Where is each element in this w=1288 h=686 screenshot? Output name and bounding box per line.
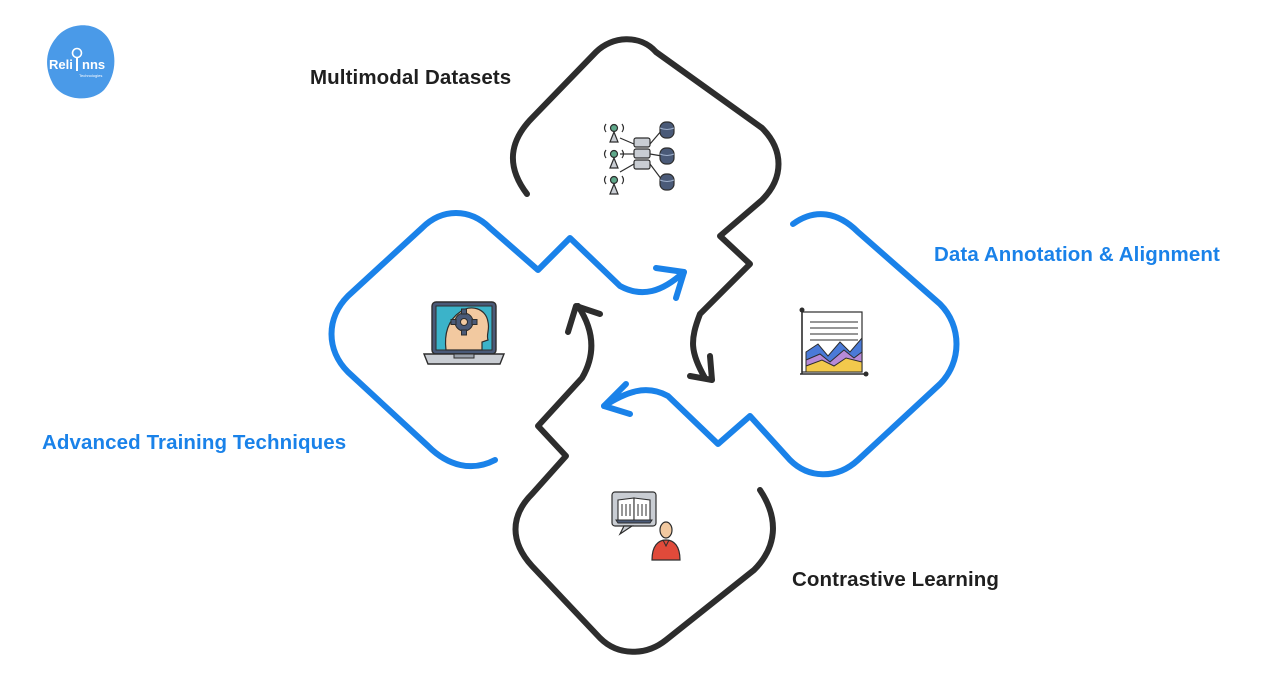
contrastive-loop <box>512 303 776 655</box>
area-chart-icon <box>799 307 869 377</box>
reading-person-icon <box>611 491 681 561</box>
sensor-server-database-icon <box>603 121 675 195</box>
annotation-arrowhead <box>601 381 633 417</box>
step-label-contrastive-learning: Contrastive Learning <box>792 568 1000 591</box>
contrastive-arrowhead <box>565 303 603 335</box>
step-label-data-annotation: Data Annotation & Alignment <box>934 243 1220 266</box>
logo-text: Reli <box>49 57 73 72</box>
bulb-icon <box>71 47 83 71</box>
relinns-logo: Reli nns Technologies <box>47 25 115 99</box>
multimodal-arrowhead <box>687 353 715 383</box>
multimodal-loop <box>509 36 782 381</box>
logo-text-2: nns <box>82 57 105 72</box>
step-label-multimodal-datasets: Multimodal Datasets <box>310 66 512 89</box>
logo-subtext: Technologies <box>79 73 102 78</box>
annotation-loop <box>601 211 960 478</box>
step-label-advanced-training: Advanced Training Techniques <box>42 431 347 454</box>
training-arrowhead <box>653 265 687 301</box>
laptop-gear-head-icon <box>422 301 506 365</box>
training-loop <box>328 210 687 470</box>
